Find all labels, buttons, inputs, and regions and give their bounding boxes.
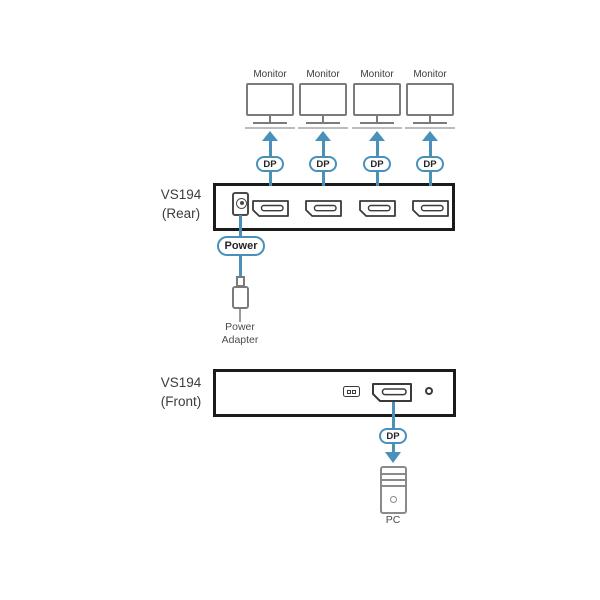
- dp-badge: DP: [363, 156, 391, 172]
- arrow-up-icon: [262, 131, 278, 141]
- arrow-down-icon: [385, 452, 401, 463]
- dp-badge: DP: [416, 156, 444, 172]
- monitor-base: [253, 122, 287, 124]
- power-adapter-cord: [239, 308, 241, 322]
- displayport-port-icon: [358, 200, 396, 217]
- power-jack-icon: [232, 192, 249, 216]
- monitor-icon: [406, 83, 454, 116]
- power-adapter-label-line2: Adapter: [221, 333, 259, 346]
- monitor-stand: [429, 116, 431, 123]
- pc-drive-bay: [382, 479, 405, 481]
- pc-power-button-icon: [390, 496, 397, 503]
- power-adapter-icon: [231, 286, 249, 309]
- monitor-stand: [376, 116, 378, 123]
- mini-usb-port-icon: [343, 386, 360, 397]
- dp-badge: DP: [379, 428, 407, 444]
- monitor-column: Monitor DP: [400, 64, 460, 186]
- monitor-column: Monitor DP: [293, 64, 353, 186]
- power-adapter-label: Power Adapter: [200, 321, 280, 346]
- monitor-label: Monitor: [306, 69, 340, 80]
- pc-drive-bay: [382, 485, 405, 487]
- arrow-up-icon: [422, 131, 438, 141]
- displayport-port-icon: [304, 200, 342, 217]
- front-panel-title-view: (Front): [160, 394, 202, 409]
- power-jack-ring: [236, 197, 247, 209]
- rear-panel-title-view: (Rear): [161, 206, 201, 221]
- front-panel: [213, 369, 456, 417]
- dp-badge: DP: [256, 156, 284, 172]
- monitor-label: Monitor: [413, 69, 447, 80]
- monitor-shadow: [352, 127, 402, 129]
- displayport-port-icon: [251, 200, 289, 217]
- monitor-column: Monitor DP: [240, 64, 300, 186]
- pc-label: PC: [385, 514, 401, 526]
- monitor-shadow: [298, 127, 348, 129]
- monitor-base: [360, 122, 394, 124]
- dp-badge: DP: [309, 156, 337, 172]
- displayport-port-icon: [411, 200, 449, 217]
- arrow-up-icon: [315, 131, 331, 141]
- led-indicator-icon: [425, 387, 433, 395]
- monitor-icon: [353, 83, 401, 116]
- monitor-icon: [246, 83, 294, 116]
- monitor-shadow: [405, 127, 455, 129]
- monitor-column: Monitor DP: [347, 64, 407, 186]
- power-jack-pin: [239, 201, 244, 205]
- pc-tower-icon: [380, 466, 407, 514]
- power-adapter-label-line1: Power: [225, 321, 255, 333]
- mini-usb-pin: [352, 389, 357, 394]
- front-panel-title: VS194 (Front): [145, 373, 217, 411]
- monitor-stand: [269, 116, 271, 123]
- monitor-label: Monitor: [253, 69, 287, 80]
- monitor-shadow: [245, 127, 295, 129]
- monitor-stand: [322, 116, 324, 123]
- mini-usb-pin: [346, 389, 351, 394]
- monitor-label: Monitor: [360, 69, 394, 80]
- displayport-input-port-icon: [372, 383, 412, 402]
- monitor-base: [413, 122, 447, 124]
- monitor-base: [306, 122, 340, 124]
- front-panel-title-model: VS194: [160, 375, 202, 390]
- dp-input-cable-line: [391, 402, 395, 453]
- rear-panel-title: VS194 (Rear): [145, 185, 217, 223]
- monitor-icon: [299, 83, 347, 116]
- pc-drive-bay: [382, 473, 405, 475]
- rear-panel-title-model: VS194: [160, 187, 202, 202]
- power-badge: Power: [217, 236, 265, 256]
- arrow-up-icon: [369, 131, 385, 141]
